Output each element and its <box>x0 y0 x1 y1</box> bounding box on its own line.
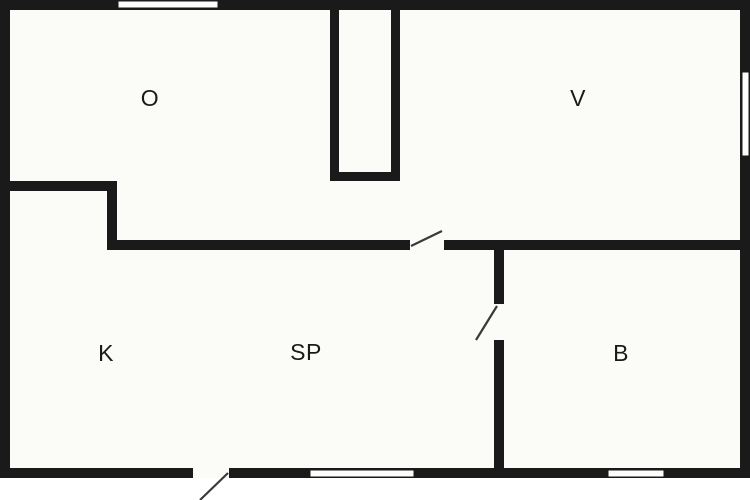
room-label-sp: SP <box>290 339 322 365</box>
wall-closet-right <box>391 0 400 181</box>
wall-top <box>0 0 750 10</box>
doors <box>193 230 504 500</box>
door-bath-gap <box>494 304 504 340</box>
wall-closet-bottom <box>330 172 400 181</box>
door-mid-partition-gap <box>410 240 444 250</box>
room-label-o: O <box>141 85 159 111</box>
window-top <box>117 0 219 9</box>
closet-interior-fill <box>339 10 391 172</box>
room-labels: O V K SP B <box>98 85 629 366</box>
window-right <box>741 71 750 157</box>
interior-fill-upper-left <box>10 10 330 181</box>
interior-floor-fills <box>10 10 740 468</box>
room-label-v: V <box>570 85 586 111</box>
window-bottom-left <box>309 469 415 478</box>
window-bottom-right <box>607 469 665 478</box>
windows <box>117 0 750 478</box>
door-entry-bottom-gap <box>193 468 229 478</box>
wall-bath-divider <box>494 248 504 478</box>
wall-right <box>740 0 750 478</box>
room-label-b: B <box>613 340 629 366</box>
door-entry-bottom-swing <box>199 472 229 500</box>
wall-notch-vertical <box>107 181 117 249</box>
door-bath-swing <box>475 305 498 341</box>
wall-closet-left <box>330 0 339 181</box>
wall-notch-horizontal <box>0 181 117 191</box>
wall-left <box>0 0 10 478</box>
room-label-k: K <box>98 340 114 366</box>
door-mid-partition-swing <box>410 230 443 247</box>
